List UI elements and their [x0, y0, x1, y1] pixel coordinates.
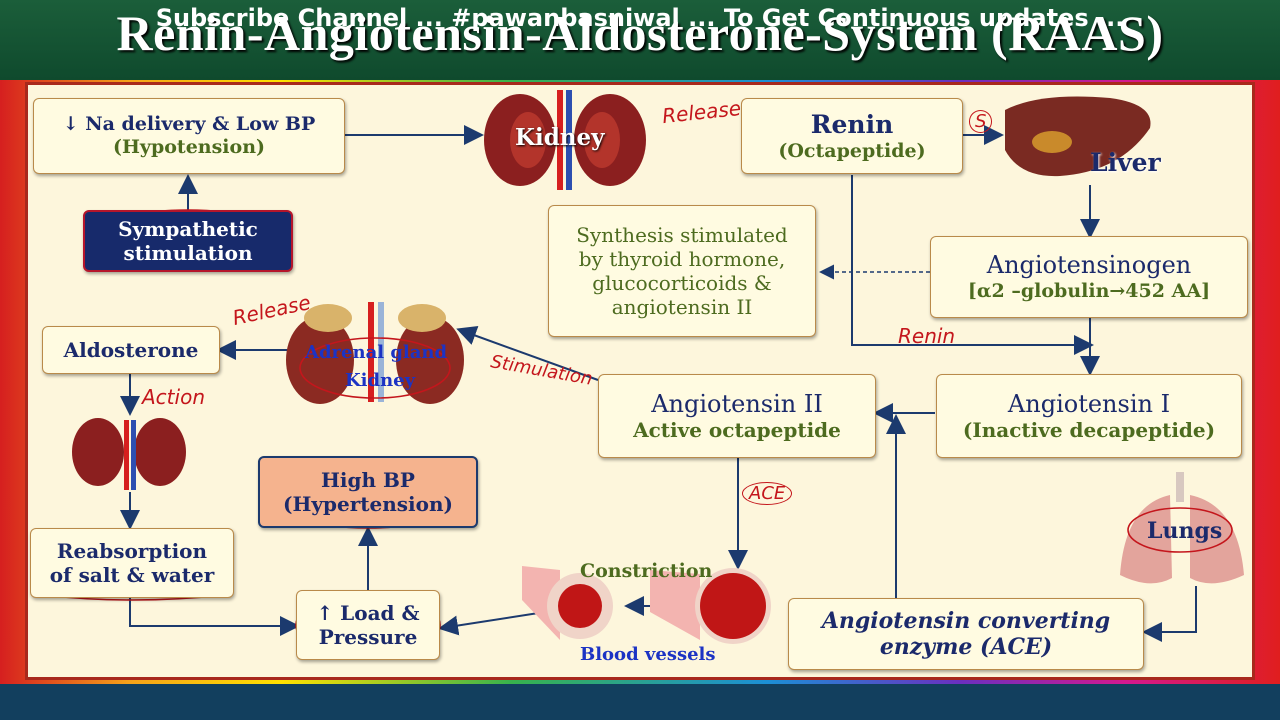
lungs-illustration [1120, 472, 1244, 584]
page-title: Renin-Angiotensin-Aldosterone-System (RA… [116, 5, 1164, 61]
sympathetic-node: Sympathetic stimulation [83, 210, 293, 272]
synthesis-node: Synthesis stimulated by thyroid hormone,… [548, 205, 816, 337]
load-pressure-node: ↑ Load & Pressure [296, 590, 440, 660]
small-kidney-illustration [72, 418, 186, 490]
angiotensinogen-line1: Angiotensinogen [986, 251, 1192, 280]
arrow-renin-to-ang1 [851, 175, 1094, 355]
angiotensinogen-line2: [α2 –globulin→452 AA] [967, 280, 1211, 302]
reabsorption-node: Reabsorption of salt & water [30, 528, 234, 598]
renin-line1: Renin [810, 109, 894, 139]
ace-line2: enzyme (ACE) [879, 634, 1053, 660]
sympathetic-line1: Sympathetic [118, 217, 258, 241]
footer-bar [0, 684, 1280, 720]
lungs-label: Lungs [1147, 518, 1223, 544]
angiotensin2-line2: Active octapeptide [633, 418, 841, 443]
synthesis-line3: glucocorticoids & [592, 271, 772, 295]
angiotensin1-line1: Angiotensin I [1007, 389, 1171, 418]
renin-line2: (Octapeptide) [778, 139, 926, 162]
liver-label: Liver [1090, 148, 1161, 177]
ace-node: Angiotensin converting enzyme (ACE) [788, 598, 1144, 670]
reabsorption-line2: of salt & water [49, 563, 215, 587]
renin-node: Renin (Octapeptide) [741, 98, 963, 174]
aldosterone-label: Aldosterone [63, 338, 199, 362]
angiotensin2-node: Angiotensin II Active octapeptide [598, 374, 876, 458]
sympathetic-line2: stimulation [123, 241, 253, 265]
angiotensin1-node: Angiotensin I (Inactive decapeptide) [936, 374, 1242, 458]
blood-vessels-label: Blood vessels [580, 644, 716, 665]
arrow-lungs-to-ace [1142, 586, 1197, 642]
blood-vessel-illustration [522, 566, 771, 644]
angiotensinogen-node: Angiotensinogen [α2 –globulin→452 AA] [930, 236, 1248, 318]
ink-circle-adrenal [299, 337, 451, 399]
liver-illustration [1005, 96, 1151, 177]
s-annotation: S [969, 110, 993, 133]
footer-text: Subscribe Channel ... #pawanbasniwal ...… [155, 4, 1125, 32]
ink-circle-lungs [1127, 507, 1233, 553]
adrenal-kidney-illustration [286, 302, 464, 404]
arrow-reabsorption-to-load [129, 598, 300, 636]
high-bp-line1: High BP [321, 468, 415, 492]
ace-line1: Angiotensin converting [821, 607, 1111, 634]
angiotensin2-line1: Angiotensin II [651, 389, 823, 418]
synthesis-line4: angiotensin II [611, 295, 753, 319]
reabsorption-line1: Reabsorption [56, 539, 208, 563]
high-bp-node: High BP (Hypertension) [258, 456, 478, 528]
kidney-illustration [484, 90, 646, 190]
adrenal-label-2: Kidney [345, 370, 416, 391]
synthesis-line1: Synthesis stimulated [576, 223, 788, 247]
constriction-label: Constriction [580, 560, 713, 582]
title-bar [0, 0, 1280, 80]
na-delivery-line2: (Hypotension) [112, 136, 265, 158]
na-delivery-line1: ↓ Na delivery & Low BP [62, 113, 316, 136]
adrenal-label-1: Adrenal gland [305, 342, 448, 363]
ace-annotation: ACE [742, 482, 793, 505]
load-line2: Pressure [318, 625, 418, 649]
arrow-vessels-to-load [438, 611, 546, 636]
renin-arrow-annotation: Renin [898, 324, 956, 348]
kidney-label: Kidney [515, 124, 605, 151]
na-delivery-node: ↓ Na delivery & Low BP (Hypotension) [33, 98, 345, 174]
high-bp-line2: (Hypertension) [283, 492, 453, 516]
synthesis-line2: by thyroid hormone, [578, 247, 786, 271]
angiotensin1-line2: (Inactive decapeptide) [962, 418, 1216, 443]
arrow-ang2-to-adrenal [456, 326, 599, 381]
load-line1: ↑ Load & [316, 601, 420, 625]
action-annotation: Action [142, 385, 205, 409]
aldosterone-node: Aldosterone [42, 326, 220, 374]
